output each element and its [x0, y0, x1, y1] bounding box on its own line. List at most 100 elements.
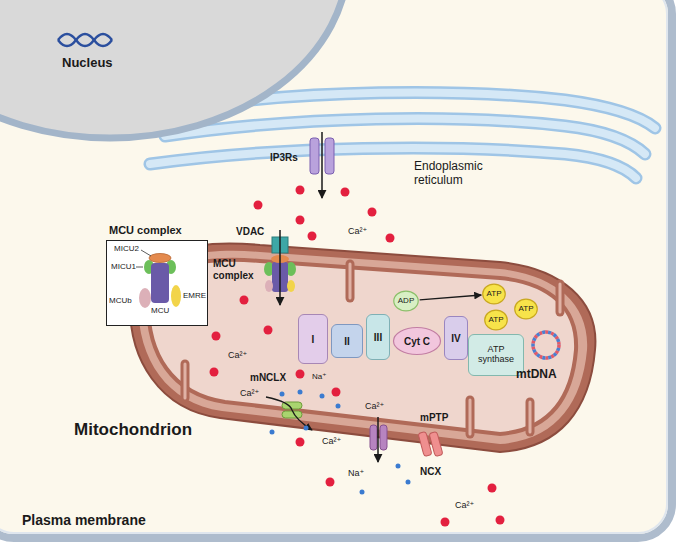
nclx-channel-part: [266, 397, 312, 430]
mitochondrion-shape-part: [148, 260, 576, 434]
complex-box: I: [298, 314, 328, 364]
ion-label: Ca²⁺: [365, 401, 384, 411]
node-text: II: [344, 336, 350, 347]
atp-circle: ATP: [482, 283, 506, 305]
calcium-ions: [210, 186, 505, 527]
ip3r-channel-part: [310, 138, 319, 174]
ip3r-channel: [310, 132, 334, 198]
ip3r-channel-part: [325, 138, 334, 174]
ion-label: Ca²⁺: [240, 388, 259, 398]
organelle-label: Nucleus: [62, 56, 113, 71]
subunit-label: MCU: [151, 306, 169, 315]
complex-box: IV: [444, 316, 468, 360]
sodium-ions-part: [304, 426, 309, 431]
sodium-ions-part: [406, 480, 411, 485]
calcium-ions-part: [332, 388, 341, 397]
calcium-ions-part: [308, 232, 317, 241]
organelle-label: Mitochondrion: [74, 420, 192, 440]
calcium-ions-part: [210, 368, 219, 377]
channel-label: mNCLX: [250, 372, 286, 384]
cristae-part: [529, 402, 532, 432]
inset-heading: MCU complex: [109, 224, 182, 236]
mptp-channel-part: [429, 431, 443, 456]
complex-box: II: [331, 324, 363, 358]
cristae-part: [526, 402, 535, 432]
mcu-channel: [264, 230, 296, 305]
calcium-ions-part: [296, 186, 305, 195]
mcu-channel-part: [265, 280, 273, 292]
mtdna-ring-part: [533, 332, 559, 358]
er-sheets-part: [150, 148, 636, 178]
node-outline-shape: [485, 310, 508, 330]
inset-drawing-part: [136, 267, 143, 268]
cristae-part: [559, 284, 562, 312]
calcium-ions-part: [296, 370, 305, 379]
organelle-label: Plasma membrane: [22, 512, 146, 528]
node-text: ADP: [398, 297, 414, 306]
mcu-channel-part: [287, 280, 295, 292]
inset-drawing-part: [151, 263, 169, 303]
sodium-ions-part: [336, 404, 341, 409]
calcium-ions-part: [254, 201, 263, 210]
nclx-channel-part: [282, 411, 302, 418]
channel-label: NCX: [420, 466, 441, 478]
atp-circle: ATP: [484, 309, 508, 331]
ncx-channel-part: [370, 425, 377, 450]
ncx-channel-part: [377, 417, 379, 462]
complex-box: III: [366, 314, 390, 360]
reaction-arrow: [420, 295, 482, 300]
sodium-ions-part: [360, 490, 365, 495]
inset-drawing-part: [141, 250, 151, 256]
node-text: ATP: [519, 305, 534, 314]
nucleus-shape-part: [0, 0, 348, 138]
cristae-part: [184, 364, 187, 398]
mptp-channel: [418, 431, 443, 456]
calcium-ions-part: [296, 216, 305, 225]
mtdna-ring-part: [533, 332, 559, 358]
calcium-ions-part: [212, 332, 221, 341]
ion-label: Na⁺: [348, 468, 364, 478]
ion-label: Ca²⁺: [348, 226, 367, 236]
inset-drawing-part: [149, 254, 171, 263]
er-sheets-part: [150, 148, 636, 178]
node-outline-shape: [394, 328, 441, 355]
cristae: [185, 264, 560, 434]
inset-drawing-part: [106, 240, 208, 326]
calcium-ions-part: [496, 516, 505, 525]
channel-label: mPTP: [420, 412, 448, 424]
channel-label: IP3Rs: [270, 152, 298, 164]
cristae-part: [349, 264, 352, 298]
ip3r-channel-part: [321, 132, 323, 198]
cristae-part: [181, 364, 190, 398]
sodium-ions-part: [270, 430, 275, 435]
organelle-label: Endoplasmic reticulum: [412, 160, 498, 188]
calcium-ions-part: [264, 326, 273, 335]
channel-label: MCU complex: [213, 258, 263, 281]
ncx-channel: [370, 417, 387, 462]
calcium-ions-part: [368, 208, 377, 217]
calcium-ions-part: [386, 234, 395, 243]
node-outline-shape: [394, 291, 418, 311]
ion-label: Ca²⁺: [228, 350, 247, 360]
node-text: ATP: [487, 290, 502, 299]
node-text: ATP synthase: [469, 345, 523, 365]
cristae-part: [466, 400, 475, 434]
cristae-part: [469, 400, 472, 434]
node-text: III: [374, 332, 382, 343]
cristae-part: [556, 284, 565, 312]
cytochrome-ellipse: Cyt C: [392, 326, 442, 356]
node-text: I: [312, 334, 315, 345]
calcium-ions-part: [296, 438, 305, 447]
node-text: IV: [451, 333, 460, 344]
subunit-label: MICU2: [114, 244, 139, 253]
dna-icon-part: [58, 34, 112, 46]
calcium-ions-part: [441, 518, 450, 527]
nclx-channel: [266, 397, 312, 430]
inset-drawing: [106, 240, 208, 326]
sodium-ions-part: [320, 394, 325, 399]
cristae-part: [346, 264, 355, 298]
node-text: Cyt C: [404, 336, 430, 347]
